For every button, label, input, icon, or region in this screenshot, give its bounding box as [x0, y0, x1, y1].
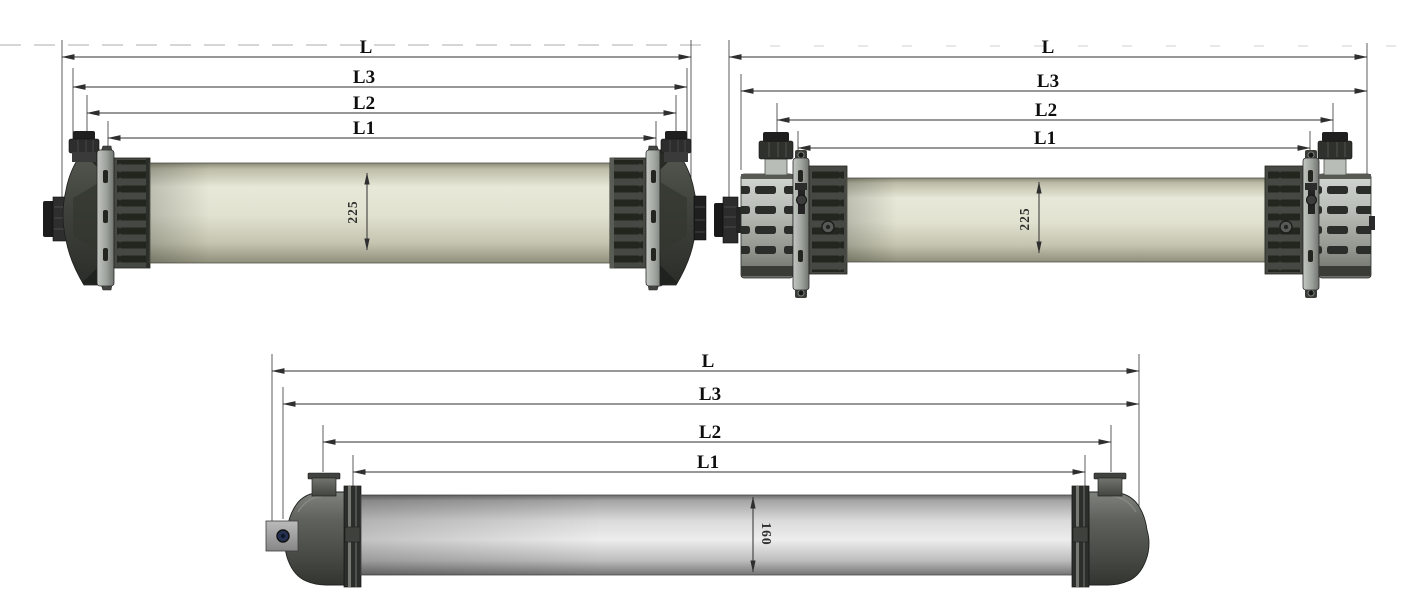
- dim-label-L: L: [360, 37, 373, 58]
- end-cap-cone: [62, 149, 101, 286]
- diameter-dimension: 160: [750, 496, 774, 573]
- mounting-band: [645, 145, 664, 291]
- diameter-label: 160: [759, 522, 774, 545]
- dim-label-L2: L2: [699, 422, 721, 443]
- side-port-bracket: [265, 520, 299, 552]
- left-end-assembly: [43, 131, 151, 291]
- end-cap-cone: [659, 149, 698, 286]
- dim-label-L3: L3: [1037, 71, 1059, 92]
- slotted-end-cap: [1318, 173, 1375, 279]
- slotted-end-cap: [740, 173, 794, 279]
- dim-label-L3: L3: [353, 67, 375, 88]
- left-end-assembly: [714, 132, 848, 298]
- top-port: [758, 132, 794, 176]
- membrane-housing-body: [846, 177, 1266, 263]
- dim-label-L1: L1: [697, 452, 719, 473]
- mounting-band: [792, 150, 810, 298]
- body-shading: [847, 178, 897, 262]
- clamp-ring: [1071, 485, 1090, 588]
- sampling-valve: [795, 183, 807, 214]
- dimension-lines-top-right: L L3 L2 L1: [728, 37, 1368, 198]
- body-shading: [150, 163, 210, 263]
- sampling-valve: [1305, 183, 1317, 214]
- diameter-label: 225: [1017, 207, 1032, 230]
- left-end-assembly: [265, 472, 362, 588]
- dim-label-L2: L2: [1035, 100, 1057, 121]
- diameter-dimension: 225: [345, 172, 370, 251]
- membrane-housing-body: [149, 162, 611, 264]
- side-port: [714, 196, 744, 244]
- top-port: [1317, 132, 1353, 176]
- right-end-assembly: [1071, 472, 1150, 588]
- dim-label-L2: L2: [353, 93, 375, 114]
- dim-label-L1: L1: [1034, 128, 1056, 149]
- right-end-assembly: [1264, 132, 1375, 298]
- ribbed-collar: [609, 157, 647, 269]
- mounting-band: [96, 145, 115, 291]
- mounting-band: [1302, 150, 1320, 298]
- top-port: [1093, 472, 1127, 497]
- dome-end-cap: [1088, 491, 1150, 586]
- diameter-dimension: 225: [1017, 181, 1042, 254]
- module-bottom-center: L L3 L2 L1: [265, 351, 1150, 588]
- ribbed-collar: [808, 165, 848, 275]
- dimension-lines-bottom: L L3 L2 L1: [271, 351, 1140, 528]
- ribbed-collar: [113, 157, 151, 269]
- dim-label-L3: L3: [699, 384, 721, 405]
- ribbed-collar: [1264, 165, 1304, 275]
- body-shading: [361, 495, 601, 575]
- clamp-ring: [343, 485, 362, 588]
- dim-label-L: L: [1042, 37, 1055, 58]
- side-port: [693, 195, 707, 241]
- dome-end-cap: [284, 491, 346, 586]
- dim-label-L1: L1: [353, 118, 375, 139]
- dim-label-L: L: [702, 351, 715, 372]
- top-port: [68, 131, 100, 162]
- module-top-left: L L3 L2 L1: [43, 37, 707, 291]
- top-port: [307, 472, 341, 497]
- top-port: [660, 131, 692, 162]
- diameter-label: 225: [345, 200, 360, 223]
- end-nub: [1369, 216, 1375, 230]
- right-end-assembly: [609, 131, 707, 291]
- module-top-right: L L3 L2 L1: [714, 37, 1375, 298]
